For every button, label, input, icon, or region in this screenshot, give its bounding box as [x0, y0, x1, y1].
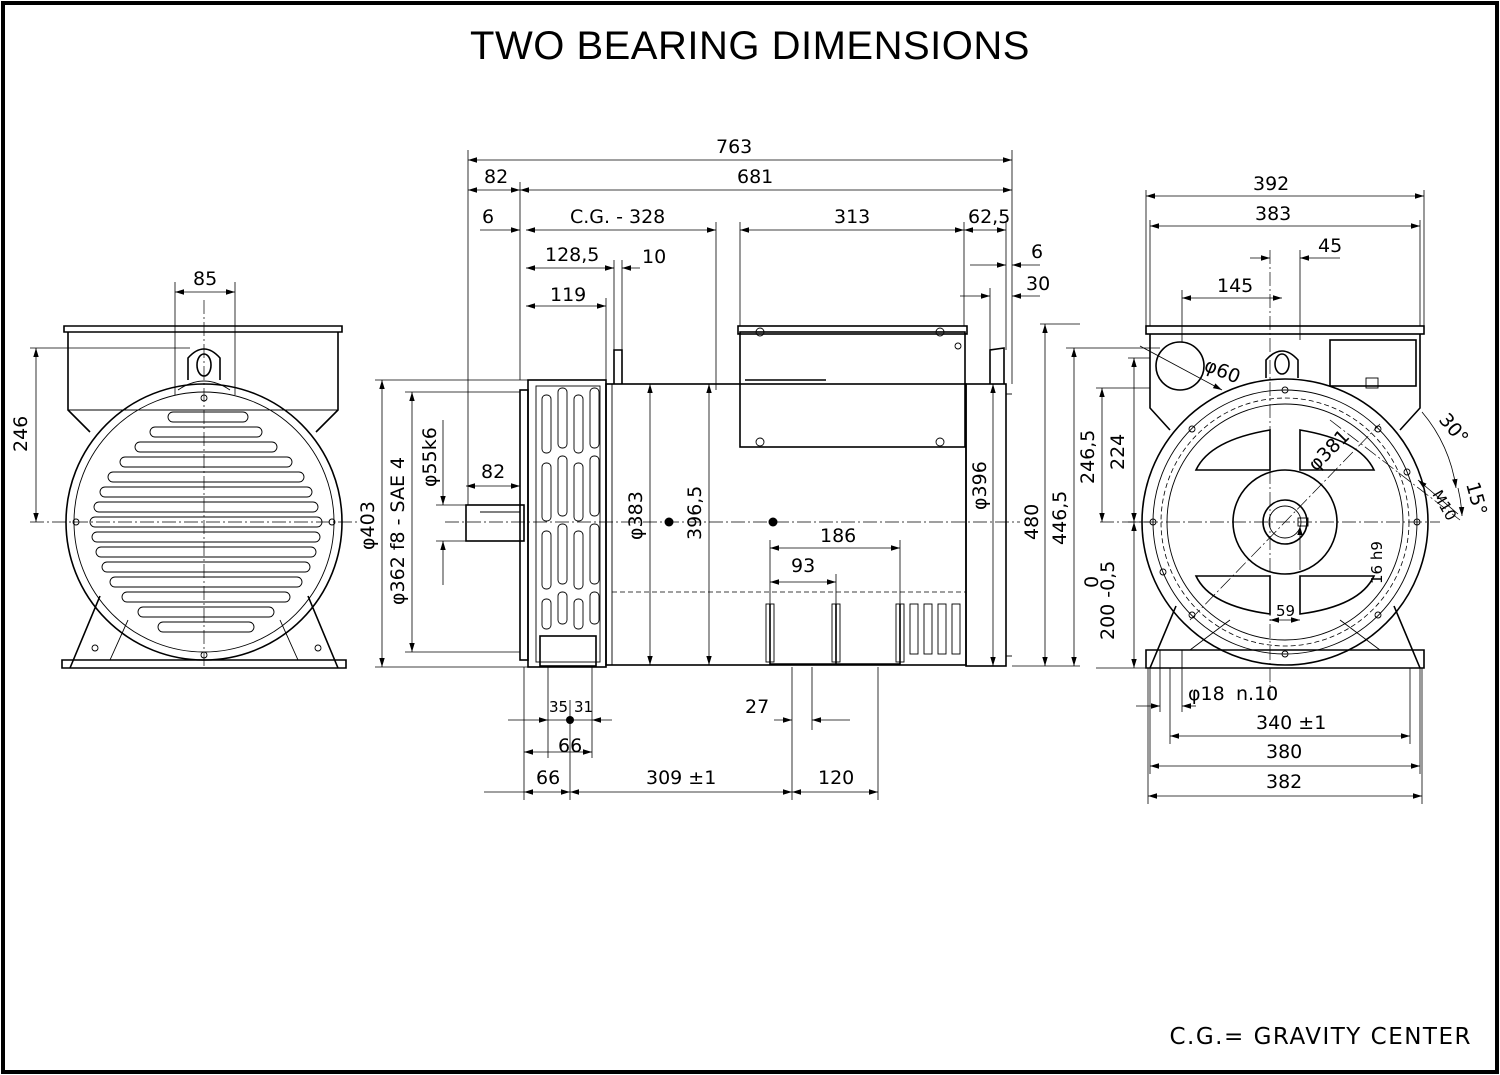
- side-dim-120: 120: [818, 767, 854, 789]
- end-dim-382: 382: [1266, 771, 1302, 793]
- side-dim-119: 119: [550, 284, 586, 306]
- side-dim-82: 82: [484, 166, 508, 188]
- side-dim-128-5: 128,5: [545, 244, 599, 266]
- side-dim-6b: 6: [1031, 241, 1043, 263]
- side-dim-6: 6: [482, 206, 494, 228]
- side-dim-30: 30: [1026, 273, 1050, 295]
- side-fan-slots: [541, 387, 600, 630]
- side-dim-cg-328: C.G. - 328: [570, 206, 665, 228]
- end-dim-n10: n.10: [1236, 683, 1278, 705]
- end-label-30deg: 30°: [1434, 409, 1473, 449]
- end-label-m10: M10: [1429, 487, 1461, 524]
- drawing-title: TWO BEARING DIMENSIONS: [470, 24, 1030, 68]
- front-dim-85: 85: [193, 268, 217, 290]
- end-dim-145: 145: [1217, 275, 1253, 297]
- front-dim-246: 246: [10, 416, 32, 452]
- end-dim-200: 200 -0,5: [1097, 561, 1119, 640]
- end-dim-340: 340 ±1: [1256, 712, 1326, 734]
- side-dim-396-5: 396,5: [684, 486, 706, 540]
- end-label-16h9: 16 h9: [1368, 541, 1386, 584]
- end-label-15deg: 15°: [1461, 480, 1491, 518]
- front-grille: [89, 411, 323, 633]
- front-view: 85 246: [10, 268, 360, 669]
- side-dim-681: 681: [737, 166, 773, 188]
- side-dim-480: 480: [1021, 504, 1043, 540]
- side-dim-763: 763: [716, 136, 752, 158]
- end-label-59: 59: [1276, 602, 1295, 620]
- side-dim-66a: 66: [558, 735, 582, 757]
- side-dim-dia383: φ383: [625, 491, 647, 540]
- side-dim-dia396: φ396: [969, 461, 991, 510]
- side-dim-dia403: φ403: [357, 501, 379, 550]
- side-dim-dia362-sae4: φ362 f8 - SAE 4: [387, 457, 409, 605]
- end-dim-380: 380: [1266, 741, 1302, 763]
- end-dim-dia18: φ18: [1188, 683, 1225, 705]
- end-dim-246-5: 246,5: [1077, 430, 1099, 484]
- side-dim-446-5: 446,5: [1049, 491, 1071, 545]
- end-dim-tol-0: 0: [1081, 576, 1103, 588]
- end-dim-392: 392: [1253, 173, 1289, 195]
- side-dim-93: 93: [791, 555, 815, 577]
- side-dim-62-5: 62,5: [968, 206, 1010, 228]
- side-view: 763 82 681 6 C.G. - 328 313 62,5 128,5 1…: [357, 136, 1160, 800]
- end-dim-224: 224: [1107, 434, 1129, 470]
- side-dim-dia55k6: φ55k6: [419, 427, 441, 487]
- side-dim-66b: 66: [536, 767, 560, 789]
- end-dim-45: 45: [1318, 235, 1342, 257]
- end-dim-383: 383: [1255, 203, 1291, 225]
- side-dim-186: 186: [820, 525, 856, 547]
- end-label-dia60: φ60: [1201, 354, 1243, 388]
- side-dim-309: 309 ±1: [646, 767, 716, 789]
- side-dim-35: 35: [549, 698, 568, 716]
- side-dim-31: 31: [574, 698, 593, 716]
- end-view: 392 383 45 145 φ60 30° 15° M10 φ381 16 h…: [1077, 173, 1491, 804]
- gravity-center-legend: C.G.= GRAVITY CENTER: [1169, 1024, 1472, 1050]
- side-dim-27: 27: [745, 696, 769, 718]
- side-dim-82b: 82: [481, 461, 505, 483]
- side-dim-10: 10: [642, 246, 666, 268]
- side-dim-313: 313: [834, 206, 870, 228]
- side-bolts: [765, 603, 961, 663]
